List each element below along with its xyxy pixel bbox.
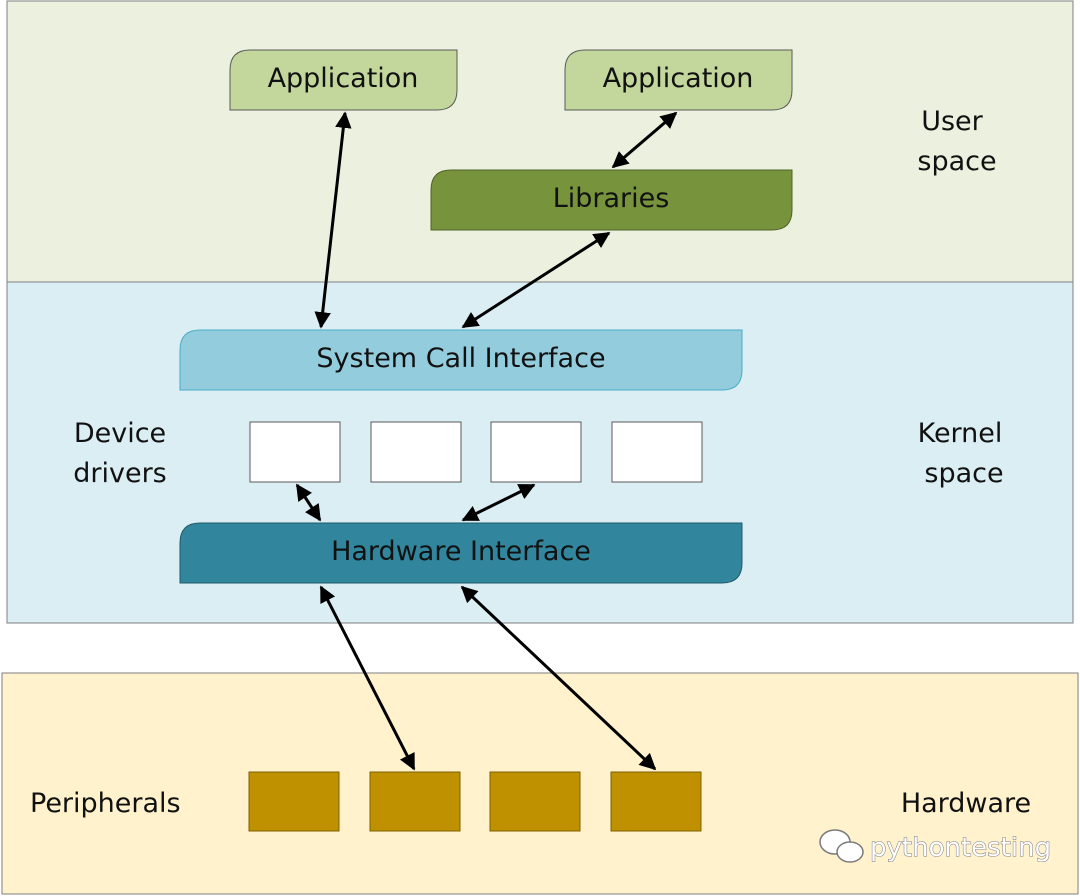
kernel-space-label-line2: space (924, 458, 1003, 489)
device-driver-box (370, 421, 462, 483)
user-space-label-line2: space (917, 146, 996, 177)
hardware-interface-label: Hardware Interface (331, 536, 591, 567)
peripheral-box (369, 771, 461, 832)
hardware-interface-box (179, 522, 743, 584)
watermark-text: pythontesting (870, 833, 1051, 863)
peripheral-box (248, 771, 340, 832)
peripherals-label: Peripherals (30, 788, 181, 819)
application-box-right (564, 49, 793, 111)
peripheral-box (489, 771, 581, 832)
libraries-box (430, 169, 793, 231)
device-driver-box (490, 421, 582, 483)
peripheral-box (610, 771, 702, 832)
device-drivers-label-line1: Device (74, 418, 166, 449)
application-right-label: Application (603, 63, 754, 94)
application-left-label: Application (268, 63, 419, 94)
arrow-libraries-syscall (461, 231, 611, 329)
arrow-hwinterface-peripheral-4 (460, 585, 657, 771)
device-drivers-label-line2: drivers (73, 458, 167, 489)
wechat-icon (819, 829, 864, 863)
arrow-app-left-syscall (314, 111, 352, 329)
arrow-hwinterface-peripheral-2 (319, 585, 416, 771)
system-call-interface-box (179, 329, 743, 391)
libraries-label: Libraries (553, 183, 670, 214)
arrow-app-right-libraries (611, 111, 678, 169)
system-call-interface-label: System Call Interface (316, 343, 605, 374)
arrow-driver-hwinterface-right (461, 483, 536, 522)
user-space-region (6, 0, 1074, 283)
arrow-driver-hwinterface-left (295, 483, 322, 522)
device-driver-box (249, 421, 341, 483)
device-driver-box (611, 421, 703, 483)
kernel-space-label-line1: Kernel (918, 418, 1003, 449)
application-box-left (229, 49, 458, 111)
hardware-label: Hardware (901, 788, 1031, 819)
user-space-label-line1: User (921, 106, 983, 137)
